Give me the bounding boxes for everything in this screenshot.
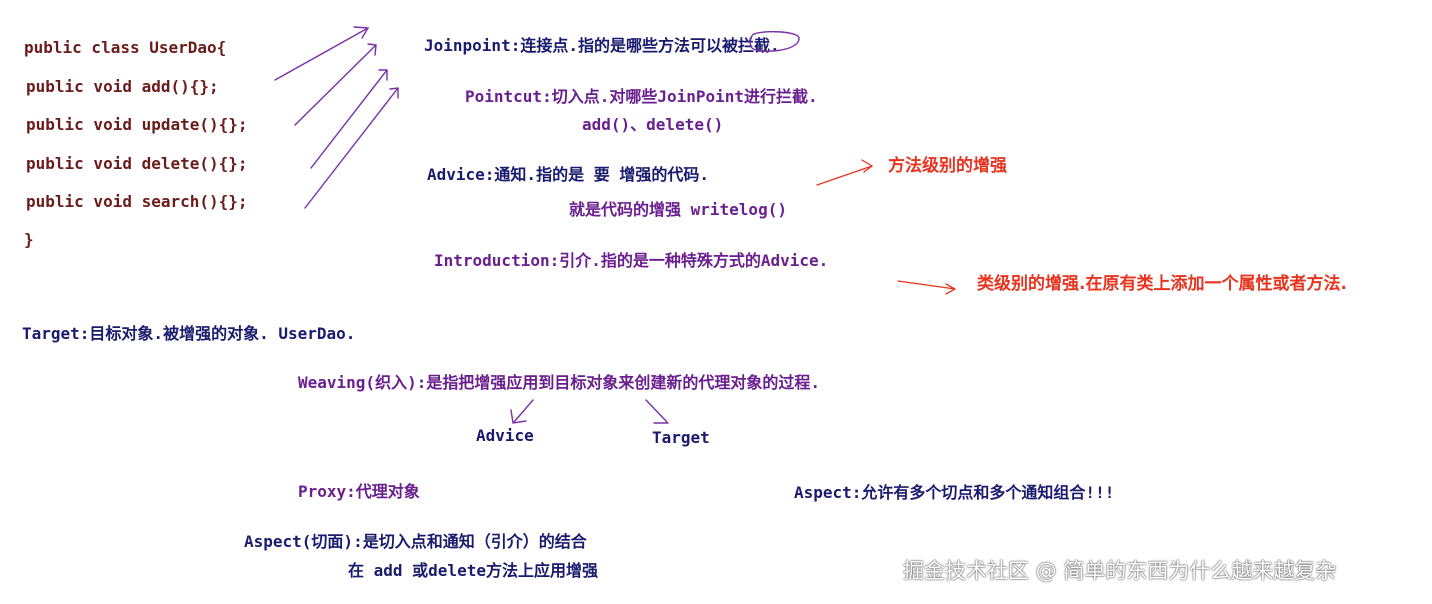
highlight-circle [749,31,800,52]
weaving-advice-label: Advice [476,426,534,445]
arrow-advice-annotation [816,159,874,186]
aspect-right-note: Aspect:允许有多个切点和多个通知组合!!! [794,483,1115,502]
weaving-note: Weaving(织入):是指把增强应用到目标对象来创建新的代理对象的过程. [298,373,820,392]
arrow-weaving-to-target [645,399,669,424]
advice-annotation: 方法级别的增强 [888,156,1007,176]
code-line-close: } [24,230,34,249]
introduction-note: Introduction:引介.指的是一种特殊方式的Advice. [434,251,829,270]
advice-note: Advice:通知.指的是 要 增强的代码. [427,165,709,184]
arrow-search-to-joinpoint [304,87,399,209]
code-line-update: public void update(){}; [26,115,248,134]
proxy-note: Proxy:代理对象 [298,482,420,501]
arrow-weaving-to-advice [510,399,534,424]
code-line-search: public void search(){}; [26,192,248,211]
arrow-add-to-joinpoint [274,26,370,81]
pointcut-example: add()、delete() [582,115,724,134]
advice-detail: 就是代码的增强 writelog() [569,200,787,219]
code-line-add: public void add(){}; [26,77,219,96]
arrow-introduction-annotation [897,280,957,295]
pointcut-note: Pointcut:切入点.对哪些JoinPoint进行拦截. [465,87,818,106]
watermark: 掘金技术社区 @ 简单的东西为什么越来越复杂 [903,559,1337,583]
target-note: Target:目标对象.被增强的对象. UserDao. [22,324,356,343]
aspect-note: Aspect(切面):是切入点和通知（引介）的结合 [244,532,587,551]
code-line-class: public class UserDao{ [24,38,227,57]
code-line-delete: public void delete(){}; [26,154,248,173]
introduction-annotation: 类级别的增强.在原有类上添加一个属性或者方法. [977,274,1347,294]
arrow-update-to-joinpoint [294,43,377,126]
weaving-target-label: Target [652,428,710,447]
aspect-detail: 在 add 或delete方法上应用增强 [348,561,598,580]
joinpoint-note: Joinpoint:连接点.指的是哪些方法可以被拦截. [424,36,780,55]
arrow-delete-to-joinpoint [310,69,388,169]
